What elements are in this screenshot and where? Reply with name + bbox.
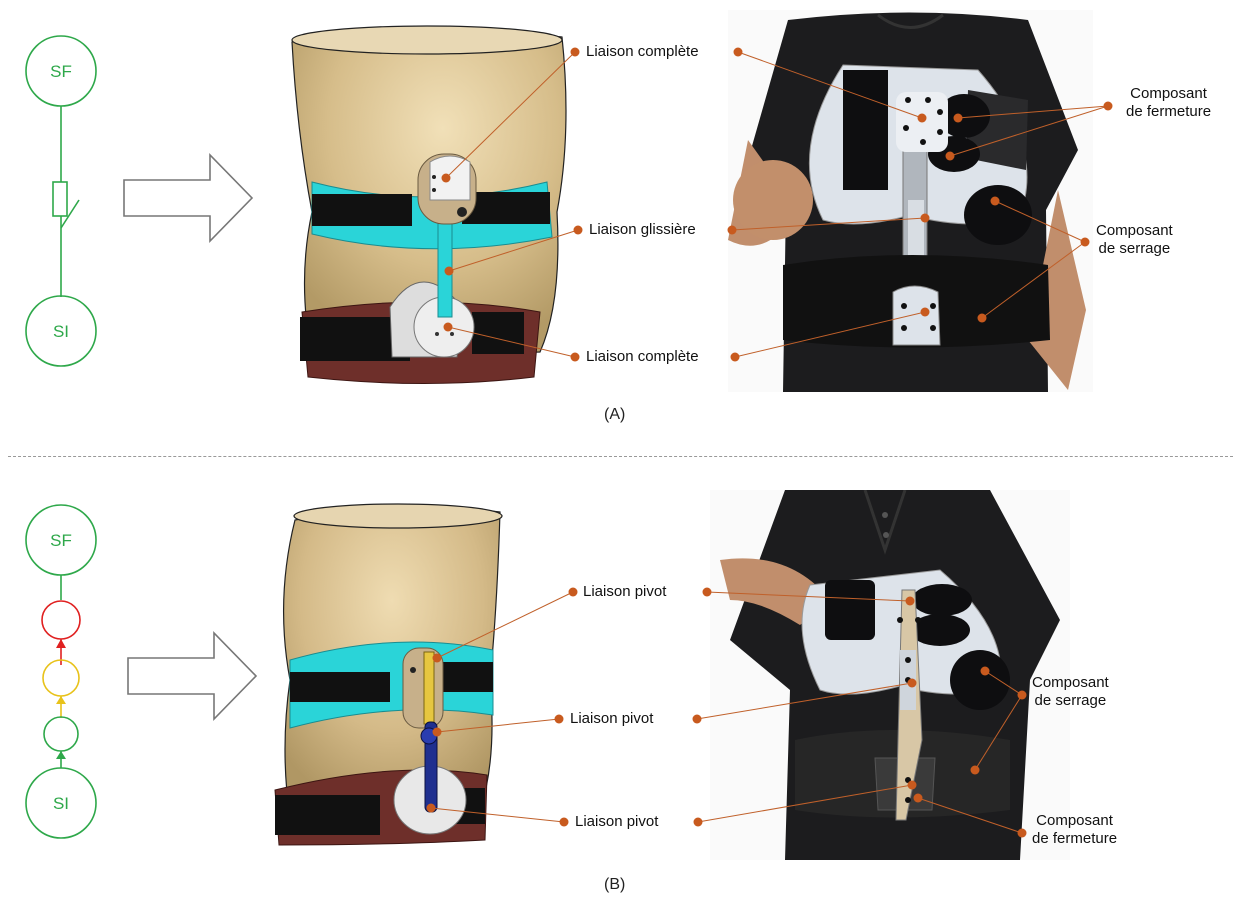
- label-b-right-1: Composant de serrage: [1032, 674, 1109, 710]
- label-b-right-2: Composant de fermeture: [1032, 812, 1117, 848]
- label-b-center-3: Liaison pivot: [575, 813, 658, 831]
- label-b-center-2: Liaison pivot: [570, 710, 653, 728]
- label-a-center-1: Liaison complète: [586, 43, 699, 61]
- label-a-right-2: Composant de serrage: [1096, 222, 1173, 258]
- label-a-center-2: Liaison glissière: [589, 221, 696, 239]
- caption-a: (A): [604, 406, 625, 424]
- caption-b: (B): [604, 876, 625, 894]
- panel-divider: [8, 456, 1233, 457]
- label-a-right-1: Composant de fermeture: [1126, 85, 1211, 121]
- label-a-center-3: Liaison complète: [586, 348, 699, 366]
- label-b-center-1: Liaison pivot: [583, 583, 666, 601]
